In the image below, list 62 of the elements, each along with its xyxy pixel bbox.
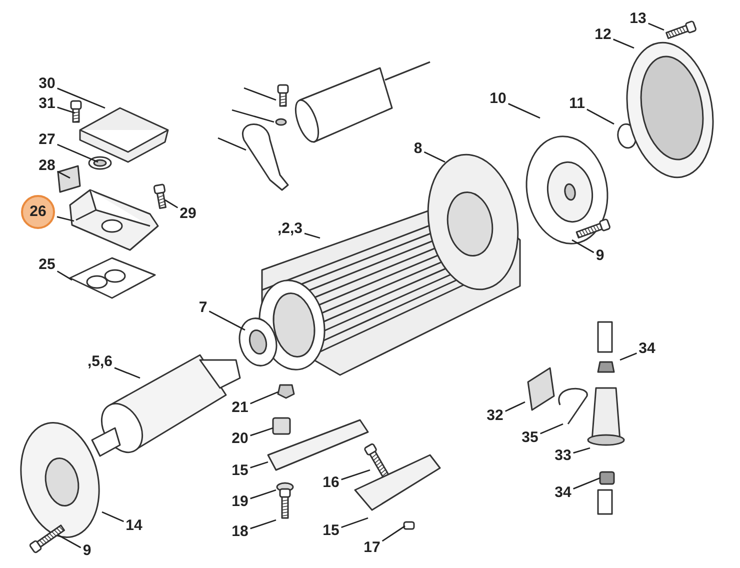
leader-line	[102, 511, 124, 522]
callout-number: 15	[322, 522, 340, 540]
leader-line	[648, 22, 664, 31]
callout-number: 19	[232, 493, 248, 511]
leader-line	[57, 144, 98, 163]
callout-number: 9	[596, 247, 604, 265]
callout-number: 12	[594, 26, 612, 44]
leader-line	[572, 239, 594, 254]
callout-number: 20	[232, 430, 248, 448]
leader-line	[56, 170, 70, 179]
leader-line	[424, 151, 446, 163]
leader-line	[304, 232, 320, 239]
leader-line	[508, 103, 540, 119]
callout-number: 25	[38, 256, 56, 274]
leader-line	[250, 489, 276, 500]
callout-number: 9	[82, 542, 92, 560]
callout-number: 15	[232, 462, 248, 480]
callout-number: 34	[554, 484, 572, 502]
highlighted-callout-number: 26	[21, 195, 55, 229]
callout-number: 33	[554, 447, 572, 465]
leader-line	[56, 216, 74, 222]
leader-line	[250, 461, 268, 468]
callout-number: 35	[522, 429, 538, 447]
leader-line	[341, 469, 370, 480]
leader-line	[250, 391, 278, 404]
leader-line	[613, 38, 634, 49]
callout-number: 18	[232, 523, 248, 541]
callout-number: 27	[38, 131, 56, 149]
callout-number: 32	[486, 407, 504, 425]
callout-number: 8	[414, 140, 422, 158]
callout-number: 14	[126, 517, 142, 535]
callout-number: 13	[630, 10, 646, 28]
leader-line	[57, 88, 106, 109]
leader-line	[57, 106, 76, 114]
callout-number: 11	[569, 95, 585, 113]
leader-line	[540, 423, 564, 434]
callout-number: ,5,6	[87, 353, 113, 371]
callout-number: 7	[198, 299, 208, 317]
callout-number: 16	[322, 474, 340, 492]
leader-line	[164, 199, 178, 208]
leader-line	[250, 427, 274, 436]
callout-number: ,2,3	[277, 220, 303, 238]
callout-number: 28	[38, 157, 56, 175]
leader-line	[505, 401, 526, 412]
leader-line	[620, 352, 637, 361]
leader-line	[250, 519, 276, 530]
callout-number: 17	[364, 539, 380, 557]
leader-line	[586, 108, 614, 125]
callout-number: 31	[38, 95, 56, 113]
callout-number: 21	[232, 399, 248, 417]
leader-line	[573, 447, 590, 454]
callout-number: 30	[38, 75, 56, 93]
leader-line	[58, 534, 82, 548]
leader-line	[382, 525, 406, 542]
leader-line	[573, 477, 600, 490]
leader-line	[341, 517, 368, 528]
callout-number: 10	[490, 90, 506, 108]
callout-number: 34	[638, 340, 656, 358]
leader-line	[114, 367, 140, 379]
leader-line	[56, 270, 72, 281]
leader-line	[208, 310, 246, 331]
callout-number: 29	[180, 205, 196, 223]
